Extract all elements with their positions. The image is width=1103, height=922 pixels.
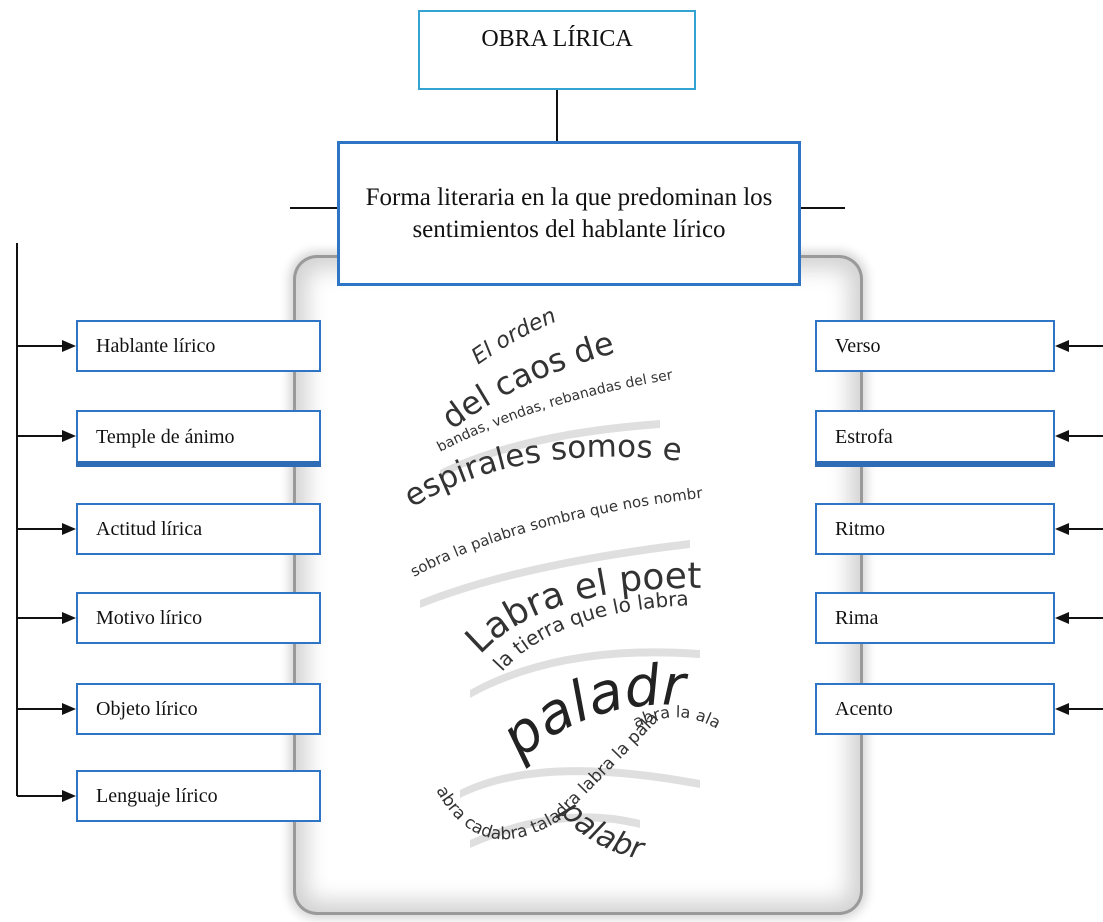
right-item-label: Estrofa <box>835 425 893 448</box>
left-arrow-1 <box>17 345 67 347</box>
arrowhead-left-2 <box>62 430 76 442</box>
left-item-actitud-lirica: Actitud lírica <box>76 503 321 555</box>
left-arrow-2 <box>17 435 67 437</box>
right-item-label: Ritmo <box>835 517 886 540</box>
left-item-label: Hablante lírico <box>96 334 216 357</box>
arrowhead-right-4 <box>1055 612 1069 624</box>
arrowhead-left-1 <box>62 340 76 352</box>
right-item-verso: Verso <box>815 320 1055 372</box>
left-stub-line <box>290 207 338 209</box>
right-item-rima: Rima <box>815 592 1055 644</box>
left-item-motivo-lirico: Motivo lírico <box>76 592 321 644</box>
right-item-ritmo: Ritmo <box>815 503 1055 555</box>
right-item-label: Acento <box>835 697 893 720</box>
background-texture <box>420 420 700 848</box>
left-item-temple-de-animo: Temple de ánimo <box>76 410 321 467</box>
left-item-label: Lenguaje lírico <box>96 784 218 807</box>
definition-box: Forma literaria en la que predominan los… <box>337 141 801 286</box>
right-stub-line <box>800 207 845 209</box>
right-arrow-1 <box>1064 345 1103 347</box>
arrowhead-right-1 <box>1055 340 1069 352</box>
title-box: OBRA LÍRICA <box>418 10 696 90</box>
left-item-label: Objeto lírico <box>96 697 198 720</box>
right-arrow-5 <box>1064 708 1103 710</box>
arrowhead-left-3 <box>62 523 76 535</box>
left-item-label: Actitud lírica <box>96 517 203 540</box>
left-arrow-5 <box>17 708 67 710</box>
right-arrow-4 <box>1064 617 1103 619</box>
left-vertical-line <box>16 243 18 796</box>
right-item-label: Rima <box>835 606 879 629</box>
left-arrow-4 <box>17 617 67 619</box>
right-arrow-3 <box>1064 528 1103 530</box>
left-arrow-6 <box>17 795 67 797</box>
left-item-label: Temple de ánimo <box>96 425 235 448</box>
title-connector <box>556 90 558 142</box>
definition-text: Forma literaria en la que predominan los… <box>365 183 773 243</box>
right-arrow-2 <box>1064 435 1103 437</box>
word-art-frame <box>293 255 863 915</box>
right-item-estrofa: Estrofa <box>815 410 1055 467</box>
left-item-objeto-lirico: Objeto lírico <box>76 683 321 735</box>
title-text: OBRA LÍRICA <box>481 26 633 52</box>
left-item-lenguaje-lirico: Lenguaje lírico <box>76 770 321 822</box>
left-arrow-3 <box>17 528 67 530</box>
left-item-hablante-lirico: Hablante lírico <box>76 320 321 372</box>
arrowhead-left-5 <box>62 703 76 715</box>
arrowhead-left-4 <box>62 612 76 624</box>
right-item-acento: Acento <box>815 683 1055 735</box>
arrowhead-left-6 <box>62 790 76 802</box>
arrowhead-right-2 <box>1055 430 1069 442</box>
arrowhead-right-5 <box>1055 703 1069 715</box>
left-item-label: Motivo lírico <box>96 606 203 629</box>
right-item-label: Verso <box>835 334 881 357</box>
arrowhead-right-3 <box>1055 523 1069 535</box>
